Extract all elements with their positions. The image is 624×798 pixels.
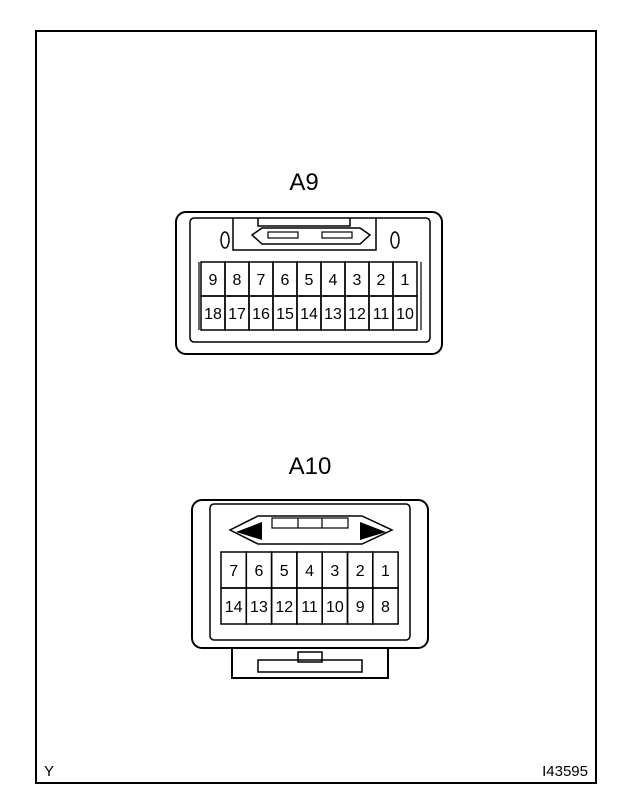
pin-number: 7 (257, 272, 266, 289)
pin-number: 9 (209, 272, 218, 289)
pin-number: 13 (324, 306, 342, 323)
pin-cell (392, 295, 418, 331)
pin-number: 13 (250, 599, 268, 616)
pin-number: 6 (254, 563, 263, 580)
pin-number: 10 (396, 306, 414, 323)
connector-a10-label: A10 (289, 453, 332, 480)
pin-number: 8 (233, 272, 242, 289)
pin-number: 4 (305, 563, 314, 580)
pin-number: 9 (356, 599, 365, 616)
pin-number: 7 (229, 563, 238, 580)
pin-number: 15 (276, 306, 294, 323)
pin-number: 2 (377, 272, 386, 289)
pin-number: 5 (305, 272, 314, 289)
pin-number: 2 (356, 563, 365, 580)
pin-number: 3 (330, 563, 339, 580)
pin-number: 17 (228, 306, 246, 323)
connector-a10-body (191, 499, 429, 679)
pin-number: 11 (373, 306, 390, 323)
pin-number: 12 (348, 306, 366, 323)
pin-number: 10 (326, 599, 344, 616)
pin-number: 8 (381, 599, 390, 616)
pin-number: 16 (252, 306, 270, 323)
corner-mark: Y (44, 763, 54, 780)
pin-number: 14 (300, 306, 318, 323)
pin-number: 1 (401, 272, 410, 289)
diagram-frame (35, 30, 597, 784)
pin-number: 11 (301, 599, 318, 616)
pin-number: 18 (204, 306, 222, 323)
pin-cell (372, 587, 399, 625)
figure-id: I43595 (542, 763, 588, 780)
connector-a9-body (175, 211, 443, 355)
pin-number: 1 (381, 563, 390, 580)
pin-number: 5 (280, 563, 289, 580)
pin-number: 4 (329, 272, 338, 289)
pin-number: 6 (281, 272, 290, 289)
connector-a9-label: A9 (289, 169, 318, 196)
pin-number: 3 (353, 272, 362, 289)
pin-number: 14 (225, 599, 243, 616)
pin-number: 12 (275, 599, 293, 616)
